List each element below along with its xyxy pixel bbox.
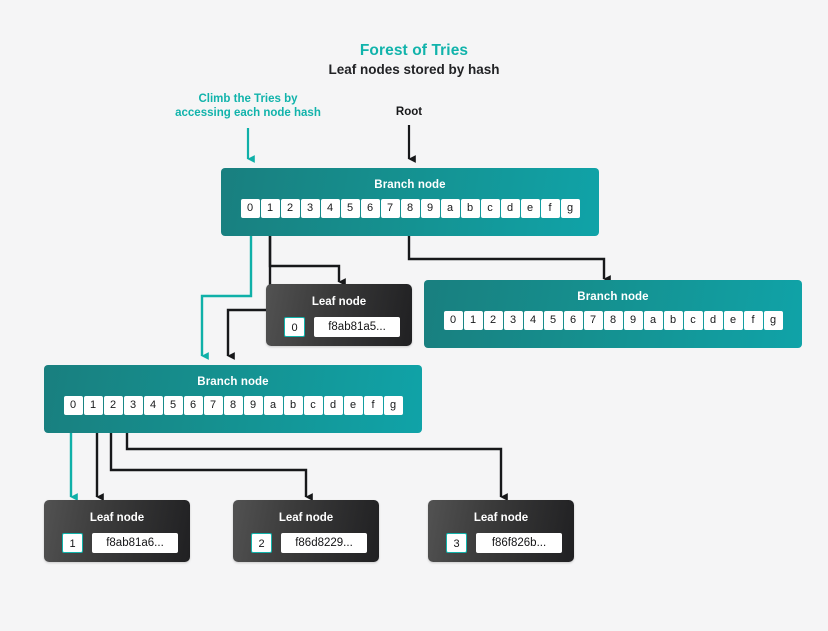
branch-node-right-cell-4[interactable]: 4 [523, 311, 543, 330]
branch-node-right-cell-b[interactable]: b [663, 311, 683, 330]
branch-node-root-cell-e[interactable]: e [520, 199, 540, 218]
branch-node-root-cell-g[interactable]: g [560, 199, 580, 218]
leaf-node-0-label: Leaf node [311, 296, 367, 308]
leaf-node-0-index: 0 [284, 317, 305, 337]
leaf-node-1[interactable]: Leaf node 1 f8ab81a6... [44, 500, 190, 562]
branch-node-left-label: Branch node [197, 376, 269, 388]
branch-node-right-cell-5[interactable]: 5 [543, 311, 563, 330]
branch-node-root-cell-0[interactable]: 0 [240, 199, 260, 218]
leaf-node-3-label: Leaf node [473, 512, 529, 524]
branch-node-left-cell-8[interactable]: 8 [223, 396, 243, 415]
branch-node-left-cell-6[interactable]: 6 [183, 396, 203, 415]
leaf-node-1-index: 1 [62, 533, 83, 553]
branch-node-right-cell-8[interactable]: 8 [603, 311, 623, 330]
leaf-node-1-label: Leaf node [89, 512, 145, 524]
branch-node-left-cell-0[interactable]: 0 [63, 396, 83, 415]
branch-node-root-cell-b[interactable]: b [460, 199, 480, 218]
branch-node-right-cell-2[interactable]: 2 [483, 311, 503, 330]
branch-node-right-cell-e[interactable]: e [723, 311, 743, 330]
leaf-node-0[interactable]: Leaf node 0 f8ab81a5... [266, 284, 412, 346]
branch-node-root-label: Branch node [374, 179, 446, 191]
leaf-node-2-label: Leaf node [278, 512, 334, 524]
branch-node-root-cell-5[interactable]: 5 [340, 199, 360, 218]
leaf-node-2-row: 2 f86d8229... [233, 524, 379, 553]
leaf-node-3-row: 3 f86f826b... [428, 524, 574, 553]
wire-root0-to-left-branch [200, 222, 253, 360]
leaf-node-3-index: 3 [446, 533, 467, 553]
leaf-node-1-hash: f8ab81a6... [92, 533, 178, 553]
leaf-node-2-index: 2 [251, 533, 272, 553]
leaf-node-3-hash: f86f826b... [476, 533, 562, 553]
branch-node-root-cell-d[interactable]: d [500, 199, 520, 218]
branch-node-root-cell-a[interactable]: a [440, 199, 460, 218]
branch-node-left-cell-a[interactable]: a [263, 396, 283, 415]
branch-node-right-cell-f[interactable]: f [743, 311, 763, 330]
branch-node-right-cell-0[interactable]: 0 [443, 311, 463, 330]
branch-node-left-cell-7[interactable]: 7 [203, 396, 223, 415]
annotation-climb-tries: Climb the Tries by accessing each node h… [175, 93, 321, 119]
branch-node-left-cell-2[interactable]: 2 [103, 396, 123, 415]
branch-node-left-cell-f[interactable]: f [363, 396, 383, 415]
branch-node-left-cell-c[interactable]: c [303, 396, 323, 415]
branch-node-root-cell-8[interactable]: 8 [400, 199, 420, 218]
branch-node-left-cell-b[interactable]: b [283, 396, 303, 415]
annotation-root: Root [395, 106, 423, 118]
branch-node-root-cell-3[interactable]: 3 [300, 199, 320, 218]
branch-node-root-cell-f[interactable]: f [540, 199, 560, 218]
branch-node-left-cell-5[interactable]: 5 [163, 396, 183, 415]
branch-node-left-cell-e[interactable]: e [343, 396, 363, 415]
branch-node-left-cell-1[interactable]: 1 [83, 396, 103, 415]
page-title: Forest of Tries [359, 42, 469, 59]
branch-node-right-cell-d[interactable]: d [703, 311, 723, 330]
branch-node-root-cell-2[interactable]: 2 [280, 199, 300, 218]
branch-node-left-cell-3[interactable]: 3 [123, 396, 143, 415]
branch-node-right-cell-c[interactable]: c [683, 311, 703, 330]
branch-node-left-cell-g[interactable]: g [383, 396, 403, 415]
branch-node-root-cell-7[interactable]: 7 [380, 199, 400, 218]
branch-node-right-cell-3[interactable]: 3 [503, 311, 523, 330]
leaf-node-0-row: 0 f8ab81a5... [266, 308, 412, 337]
branch-node-left-cell-9[interactable]: 9 [243, 396, 263, 415]
branch-node-left-cell-d[interactable]: d [323, 396, 343, 415]
leaf-node-0-hash: f8ab81a5... [314, 317, 400, 337]
branch-node-right-cell-g[interactable]: g [763, 311, 783, 330]
leaf-node-3[interactable]: Leaf node 3 f86f826b... [428, 500, 574, 562]
wire-root1-to-left-branch [226, 222, 272, 360]
branch-node-right-cell-1[interactable]: 1 [463, 311, 483, 330]
branch-node-left-cell-4[interactable]: 4 [143, 396, 163, 415]
branch-node-right-cell-a[interactable]: a [643, 311, 663, 330]
page-subtitle: Leaf nodes stored by hash [328, 62, 500, 77]
leaf-node-2[interactable]: Leaf node 2 f86d8229... [233, 500, 379, 562]
leaf-node-2-hash: f86d8229... [281, 533, 367, 553]
branch-node-right-cell-6[interactable]: 6 [563, 311, 583, 330]
branch-node-right-cell-7[interactable]: 7 [583, 311, 603, 330]
branch-node-root-cell-6[interactable]: 6 [360, 199, 380, 218]
branch-node-root-cell-4[interactable]: 4 [320, 199, 340, 218]
branch-node-root-cell-9[interactable]: 9 [420, 199, 440, 218]
branch-node-root-cell-c[interactable]: c [480, 199, 500, 218]
leaf-node-1-row: 1 f8ab81a6... [44, 524, 190, 553]
branch-node-right-cell-9[interactable]: 9 [623, 311, 643, 330]
branch-node-right-label: Branch node [577, 291, 649, 303]
branch-node-root-cell-1[interactable]: 1 [260, 199, 280, 218]
